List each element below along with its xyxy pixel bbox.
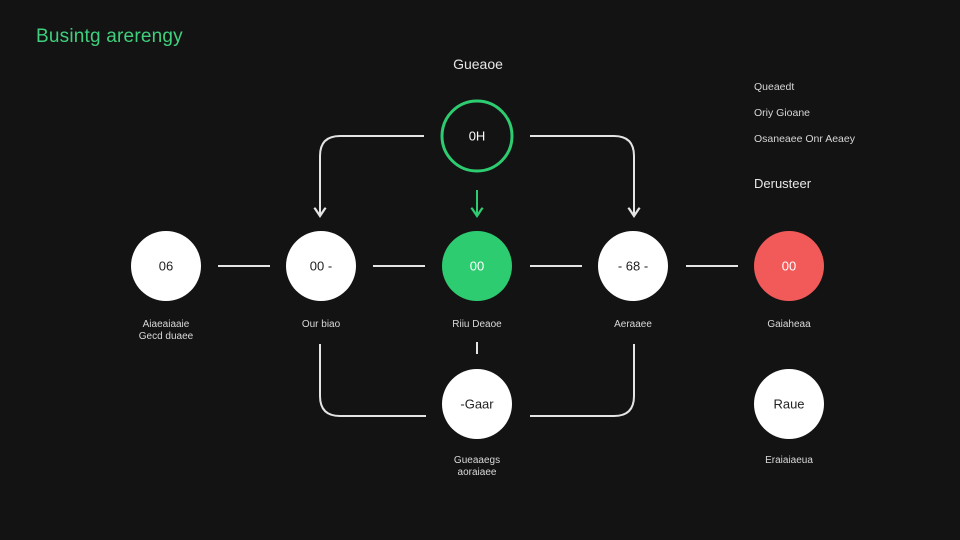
node-n1[interactable]: 06 bbox=[131, 231, 201, 301]
diagram-title: Busintg arerengy bbox=[36, 26, 183, 47]
node-n4[interactable]: 00 bbox=[442, 231, 512, 301]
side-item: Oriy Gioane bbox=[754, 107, 811, 119]
side-panel: Queaedt Oriy Gioane Osaneaee Onr Aeaey D… bbox=[754, 80, 944, 191]
arrow-top-to-left bbox=[320, 135, 424, 216]
arrow-top-to-right bbox=[530, 135, 634, 216]
node-caption: Our biao bbox=[302, 319, 341, 330]
node-caption: Riiu Deaoe bbox=[452, 319, 502, 330]
node-label: 00 - bbox=[310, 259, 332, 274]
connector-right-to-bottom bbox=[530, 344, 635, 417]
node-caption: Aeraaee bbox=[614, 319, 652, 330]
node-caption: Eraiaiaeua bbox=[765, 455, 813, 466]
node-n5[interactable]: - 68 - bbox=[598, 231, 668, 301]
node-label: -Gaar bbox=[460, 397, 494, 412]
side-item: Queaedt bbox=[754, 81, 795, 93]
node-label: Raue bbox=[773, 397, 804, 412]
node-label: 00 bbox=[782, 259, 796, 274]
side-panel-heading: Derusteer bbox=[754, 176, 812, 191]
node-caption: Aiaeaiaaie bbox=[143, 319, 190, 330]
node-label: 00 bbox=[470, 259, 484, 274]
connector-left-to-bottom bbox=[319, 344, 426, 417]
node-n7[interactable]: -Gaar bbox=[442, 369, 512, 439]
node-n3[interactable]: 0H bbox=[440, 99, 514, 173]
node-label: 06 bbox=[159, 259, 173, 274]
node-caption: aoraiaee bbox=[458, 467, 497, 478]
node-caption: Gaiaheaa bbox=[767, 319, 811, 330]
node-caption: Gecd duaee bbox=[139, 331, 194, 342]
node-n2[interactable]: 00 - bbox=[286, 231, 356, 301]
node-label: 0H bbox=[469, 129, 486, 144]
side-item: Osaneaee Onr Aeaey bbox=[754, 133, 855, 145]
node-caption: Gueaaegs bbox=[454, 455, 500, 466]
node-label: - 68 - bbox=[618, 259, 648, 274]
top-heading: Gueaoe bbox=[453, 56, 503, 72]
node-n6[interactable]: 00 bbox=[754, 231, 824, 301]
node-n8[interactable]: Raue bbox=[754, 369, 824, 439]
